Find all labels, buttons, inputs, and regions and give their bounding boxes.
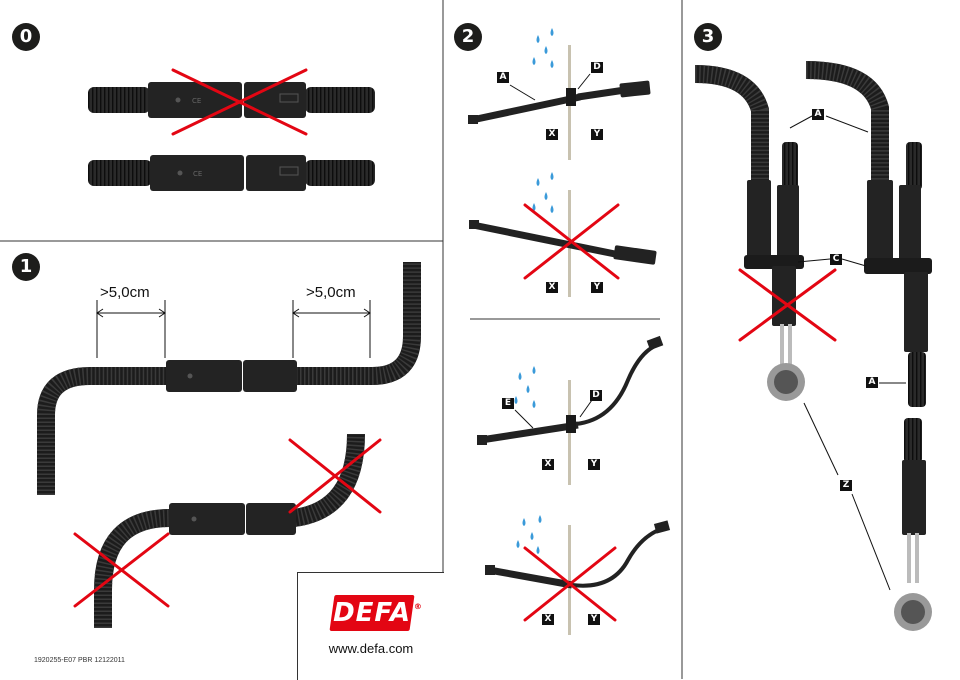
label-y-scene3: Y xyxy=(588,459,600,470)
defa-logo: DEFA ® xyxy=(329,595,423,631)
dimension-left: >5,0cm xyxy=(100,284,150,301)
step-0-badge: 0 xyxy=(12,23,40,51)
step-3-badge: 3 xyxy=(694,23,722,51)
step-1-badge: 1 xyxy=(12,253,40,281)
brand-box: DEFA ® www.defa.com xyxy=(297,572,444,680)
label-y-scene1: Y xyxy=(591,129,603,140)
label-d-scene3: D xyxy=(590,390,602,401)
svg-text:CE: CE xyxy=(192,97,201,105)
panel-2-cross-1 xyxy=(523,203,620,280)
label-e-scene3: E xyxy=(502,398,514,409)
panel-3-cross xyxy=(738,268,837,342)
panel-2-cross-2 xyxy=(523,546,617,622)
dimension-right: >5,0cm xyxy=(306,284,356,301)
label-c-panel3: C xyxy=(830,254,842,265)
svg-text:CE: CE xyxy=(193,170,202,178)
label-x-scene2: X xyxy=(546,282,558,293)
logo-text: DEFA xyxy=(333,598,411,628)
registered-mark: ® xyxy=(413,602,423,611)
label-a-scene1: A xyxy=(497,72,509,83)
label-y-scene2: Y xyxy=(591,282,603,293)
step-2-badge: 2 xyxy=(454,23,482,51)
panel-0-cross xyxy=(171,68,308,136)
label-a-panel3: A xyxy=(812,109,824,120)
panel-1-dimension-lines xyxy=(96,300,371,358)
label-a-panel3-lower: A xyxy=(866,377,878,388)
label-x-scene1: X xyxy=(546,129,558,140)
panel-3-element xyxy=(894,418,932,631)
panel-3-leaders xyxy=(789,115,906,591)
label-x-scene4: X xyxy=(542,614,554,625)
panel-dividers xyxy=(0,0,683,679)
panel-3-assembly-correct xyxy=(805,61,932,407)
panel-3-assembly-wrong xyxy=(694,65,805,401)
panel-0-connector-correct: CE xyxy=(88,155,375,191)
document-id: 1920255-E07 PBR 12122011 xyxy=(34,657,125,664)
brand-url: www.defa.com xyxy=(328,641,414,656)
panel-0-connector-wrong: CE xyxy=(88,82,375,118)
label-y-scene4: Y xyxy=(588,614,600,625)
panel-2-scene-4 xyxy=(485,515,671,635)
panel-2-scene-1 xyxy=(468,28,651,160)
panel-1-crosses xyxy=(73,438,382,608)
label-x-scene3: X xyxy=(542,459,554,470)
label-d-scene1: D xyxy=(591,62,603,73)
panel-1-cable-correct xyxy=(37,262,421,495)
label-z-panel3: Z xyxy=(840,480,852,491)
panel-2-scene-3 xyxy=(477,335,664,485)
